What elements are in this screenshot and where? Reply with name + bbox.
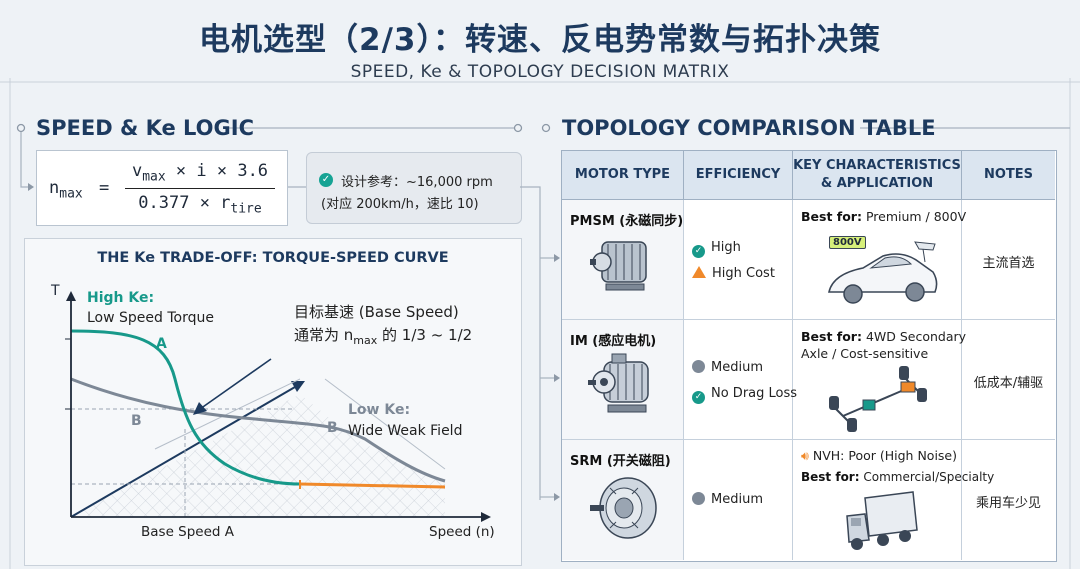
left-connector: [16, 123, 523, 191]
formula-denominator: 0.377 × rtire: [138, 193, 262, 217]
characteristics-cell-im: Best for: 4WD Secondary Axle / Cost-sens…: [793, 320, 966, 440]
base-speed-annotation-1: 目标基速 (Base Speed): [294, 303, 459, 321]
annotation-arrow-head: [193, 402, 207, 415]
low-ke-desc: Wide Weak Field: [348, 423, 463, 439]
efficiency-cell-im: Medium ✓No Drag Loss: [684, 320, 797, 440]
check-icon: ✓: [319, 173, 333, 187]
gray-dot-icon: [692, 492, 705, 505]
y-axis-label: T: [51, 283, 60, 299]
note-pmsm: 主流首选: [982, 256, 1035, 271]
guide-line-1: [154, 378, 301, 450]
high-ke-title: High Ke:: [87, 290, 155, 306]
table-row-srm: SRM (开关磁阻): [562, 440, 684, 560]
x-axis-label: Speed (n): [429, 524, 495, 540]
header-motor-type: MOTOR TYPE: [562, 151, 684, 200]
x-axis-arrow: [481, 512, 491, 522]
sports-car-icon: [828, 241, 938, 304]
base-speed-label: Base Speed A: [141, 524, 235, 540]
diagonal-arrow-head: [291, 381, 305, 392]
table-row-im: IM (感应电机): [562, 320, 684, 440]
low-ke-title: Low Ke:: [348, 402, 411, 418]
topology-table: MOTOR TYPE EFFICIENCY KEY CHARACTERISTIC…: [561, 150, 1057, 562]
check-icon: ✓: [692, 245, 705, 258]
speed-section-title: SPEED & Ke LOGIC: [36, 116, 254, 140]
im-motor-icon: [588, 353, 649, 413]
pmsm-motor-icon: [590, 241, 647, 291]
speed-formula: nmax = vmax × i × 3.6 0.377 × rtire: [36, 150, 288, 226]
reference-line-2: (对应 200km/h，速比 10): [321, 197, 479, 212]
design-reference-box: ✓ 设计参考：~16,000 rpm (对应 200km/h，速比 10): [306, 152, 522, 224]
speaker-icon: 🔊︎: [801, 448, 809, 463]
curve-a-high-ke: [70, 329, 301, 486]
notes-cell-im: 低成本/辅驱: [962, 320, 1055, 440]
curve-b-low-ke: [70, 377, 446, 483]
srm-motor-icon: [590, 477, 657, 539]
annotation-arrow: [199, 358, 272, 410]
torque-speed-panel: THE Ke TRADE-OFF: TORQUE-SPEED CURVE: [24, 238, 522, 566]
gray-dot-icon: [692, 360, 705, 373]
truck-icon: [846, 491, 918, 550]
motor-type-label: PMSM (永磁同步): [570, 214, 684, 229]
motor-type-label: IM (感应电机): [570, 334, 657, 349]
characteristics-cell-pmsm: Best for: Premium / 800V 800V: [793, 200, 966, 320]
table-row-pmsm: PMSM (永磁同步): [562, 200, 684, 320]
drivetrain-icon: [829, 366, 927, 432]
check-icon: ✓: [692, 391, 705, 404]
reference-line-1: 设计参考：~16,000 rpm: [341, 175, 493, 190]
notes-cell-pmsm: 主流首选: [962, 200, 1055, 320]
warning-icon: [692, 266, 706, 278]
torque-speed-curve: [65, 291, 491, 522]
curve-label-b-right: B: [327, 420, 338, 436]
header-key-characteristics: KEY CHARACTERISTICS& APPLICATION: [793, 151, 962, 200]
efficiency-cell-pmsm: ✓High High Cost: [684, 200, 793, 320]
guide-line-2: [324, 378, 446, 470]
curve-label-a: A: [156, 336, 167, 352]
high-ke-desc: Low Speed Torque: [87, 310, 214, 326]
note-im: 低成本/辅驱: [973, 376, 1044, 391]
formula-numerator: vmax × i × 3.6: [131, 161, 269, 185]
notes-cell-srm: 乘用车少见: [962, 440, 1055, 560]
motor-type-label: SRM (开关磁阻): [570, 454, 671, 469]
fraction-bar: [125, 188, 275, 189]
y-axis-arrow: [66, 291, 76, 301]
formula-lhs: nmax =: [49, 178, 110, 202]
header-efficiency: EFFICIENCY: [684, 151, 793, 200]
header-notes: NOTES: [962, 151, 1055, 200]
right-connector: [520, 123, 1070, 501]
800v-badge: 800V: [829, 236, 866, 249]
page-title: 电机选型（2/3）：转速、反电势常数与拓扑决策: [199, 22, 881, 58]
curve-title: THE Ke TRADE-OFF: TORQUE-SPEED CURVE: [97, 250, 449, 266]
efficiency-cell-srm: Medium: [684, 440, 793, 560]
curve-label-b-left: B: [131, 413, 142, 429]
page-subtitle: SPEED, Ke & TOPOLOGY DECISION MATRIX: [350, 62, 730, 82]
diagonal-arrow: [70, 386, 296, 518]
base-speed-annotation-2: 通常为 nmax 的 1/3 ~ 1/2: [294, 326, 473, 347]
characteristics-cell-srm: 🔊︎ NVH: Poor (High Noise) Best for: Comm…: [793, 440, 994, 560]
field-weakening-segment: [299, 482, 446, 489]
topology-section-title: TOPOLOGY COMPARISON TABLE: [562, 116, 936, 140]
note-srm: 乘用车少见: [975, 496, 1041, 511]
